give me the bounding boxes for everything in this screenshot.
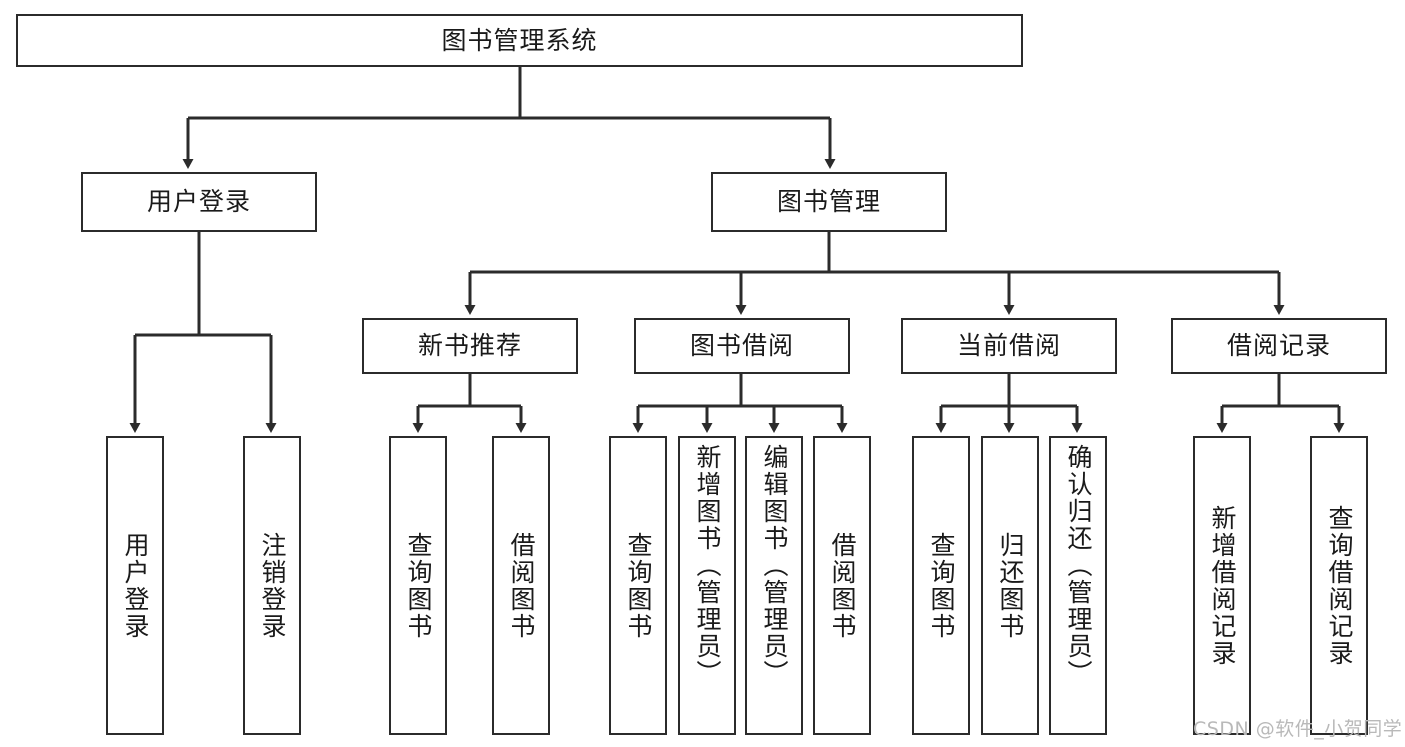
node-label: 新增图书（管理员） — [693, 444, 722, 687]
node-label: 查询图书 — [624, 531, 653, 640]
node-label: 图书管理 — [776, 187, 881, 216]
leaf-add-borrow-record[interactable]: 新增借阅记录 — [1193, 436, 1251, 735]
node-label: 注销登录 — [258, 531, 287, 640]
node-label: 新书推荐 — [417, 331, 522, 360]
node-label: 编辑图书（管理员） — [760, 444, 789, 687]
node-book-management[interactable]: 图书管理 — [711, 172, 947, 232]
leaf-edit-book-admin[interactable]: 编辑图书（管理员） — [745, 436, 803, 735]
node-label: 确认归还（管理员） — [1064, 444, 1093, 687]
node-borrow-record[interactable]: 借阅记录 — [1171, 318, 1387, 374]
node-label: 借阅图书 — [828, 531, 857, 640]
node-book-borrow[interactable]: 图书借阅 — [634, 318, 850, 374]
node-label: 用户登录 — [121, 531, 150, 640]
node-label: 图书借阅 — [689, 331, 794, 360]
node-label: 查询图书 — [927, 531, 956, 640]
node-label: 借阅记录 — [1226, 331, 1331, 360]
node-label: 归还图书 — [996, 531, 1025, 640]
leaf-borrow-book-recommend[interactable]: 借阅图书 — [492, 436, 550, 735]
node-label: 借阅图书 — [507, 531, 536, 640]
node-label: 查询图书 — [404, 531, 433, 640]
node-label: 图书管理系统 — [441, 25, 598, 55]
leaf-borrow-book[interactable]: 借阅图书 — [813, 436, 871, 735]
node-user-login[interactable]: 用户登录 — [81, 172, 317, 232]
csdn-watermark: CSDN @软件_小贺同学 — [1193, 718, 1403, 740]
leaf-query-book-current[interactable]: 查询图书 — [912, 436, 970, 735]
node-current-borrow[interactable]: 当前借阅 — [901, 318, 1117, 374]
leaf-query-borrow-record[interactable]: 查询借阅记录 — [1310, 436, 1368, 735]
node-new-book-recommend[interactable]: 新书推荐 — [362, 318, 578, 374]
leaf-add-book-admin[interactable]: 新增图书（管理员） — [678, 436, 736, 735]
leaf-return-book[interactable]: 归还图书 — [981, 436, 1039, 735]
node-label: 查询借阅记录 — [1325, 504, 1354, 667]
node-root-book-management-system[interactable]: 图书管理系统 — [16, 14, 1023, 67]
leaf-query-book-recommend[interactable]: 查询图书 — [389, 436, 447, 735]
node-label: 用户登录 — [146, 187, 251, 216]
leaf-user-logout[interactable]: 注销登录 — [243, 436, 301, 735]
node-label: 新增借阅记录 — [1208, 504, 1237, 667]
node-label: 当前借阅 — [956, 331, 1061, 360]
leaf-query-book-borrow[interactable]: 查询图书 — [609, 436, 667, 735]
leaf-confirm-return-admin[interactable]: 确认归还（管理员） — [1049, 436, 1107, 735]
leaf-user-login[interactable]: 用户登录 — [106, 436, 164, 735]
